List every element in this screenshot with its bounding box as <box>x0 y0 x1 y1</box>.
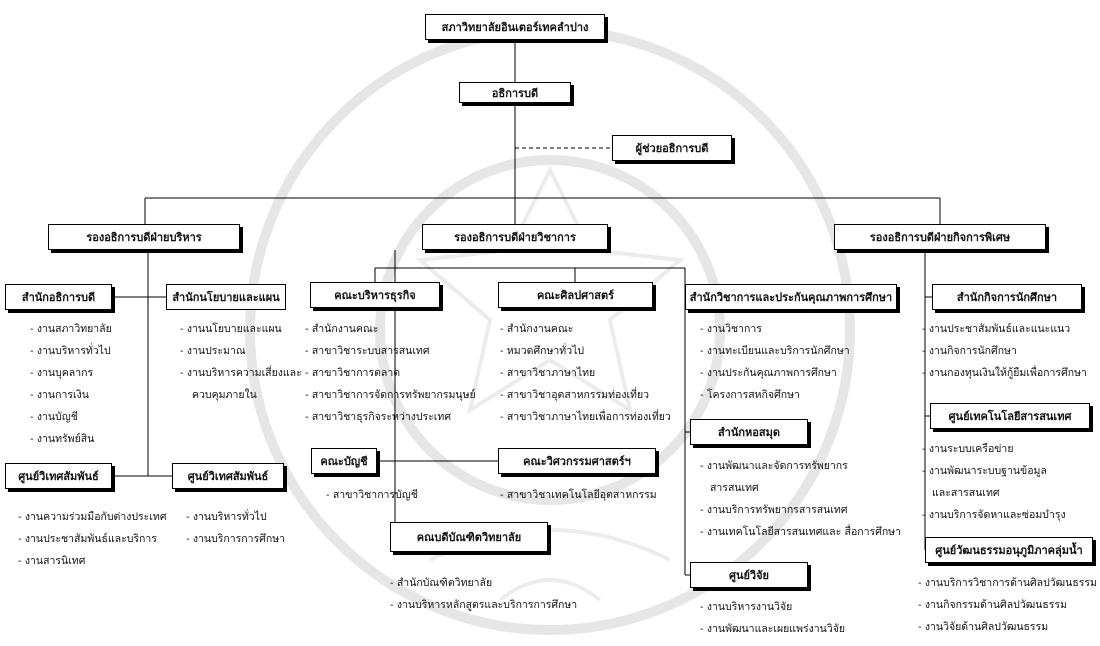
list-item: งานพัฒนาและเผยแพร่งานวิจัย <box>700 618 845 640</box>
policy-office-box: สำนักนโยบายและแผน <box>166 284 286 310</box>
student-affairs-box: สำนักกิจการนักศึกษา <box>932 284 1082 310</box>
international-relations-box: ศูนย์วิเทศสัมพันธ์ <box>5 463 112 489</box>
list-item: งานบริการทรัพยากรสารสนเทศ <box>700 499 901 521</box>
it-center-list: งานระบบเครือข่าย งานพัฒนาระบบฐานข้อมูล แ… <box>922 438 1066 526</box>
list-item: งานประกันคุณภาพการศึกษา <box>700 362 850 384</box>
list-item: งานวิจัยด้านศิลปวัฒนธรรม <box>918 616 1097 638</box>
list-item: งานนโยบายและแผน <box>180 318 302 340</box>
assistant-president-box: ผู้ช่วยอธิการบดี <box>612 135 732 161</box>
list-item: สาขาวิชาการจัดการทรัพยากรมนุษย์ <box>305 384 476 406</box>
list-item: งานบริการวิชาการด้านศิลปวัฒนธรรม <box>918 572 1097 594</box>
list-item: งานเทคโนโลยีสารสนเทศและ สื่อการศึกษา <box>700 521 901 543</box>
faculty-accounting-list: สาขาวิชาการบัญชี <box>326 484 418 506</box>
list-item: งานบริการจัดหาและซ่อมบำรุง <box>922 504 1066 526</box>
faculty-business-list: สำนักงานคณะ สาขาวิชาระบบสารสนเทศ สาขาวิช… <box>305 318 476 428</box>
international-relations-list: งานความร่วมมือกับต่างประเทศ งานประชาสัมพ… <box>18 506 167 572</box>
vp-special-affairs-box: รองอธิการบดีฝ่ายกิจการพิเศษ <box>834 224 1046 250</box>
list-item: สาขาวิชาเทคโนโลยีอุตสาหกรรม <box>500 484 657 506</box>
list-item: สาขาวิชาการตลาด <box>305 362 476 384</box>
list-item: สาขาวิชาการบัญชี <box>326 484 418 506</box>
list-item-continuation: และสารสนเทศ <box>932 487 1000 499</box>
vp-academic-box: รองอธิการบดีฝ่ายวิชาการ <box>422 224 608 250</box>
faculty-accounting-box: คณะบัญชี <box>311 448 377 474</box>
faculty-engineering-box: คณะวิศวกรรมศาสตร์ฯ <box>498 448 656 474</box>
list-item: งานสารนิเทศ <box>18 550 167 572</box>
list-item: งานประมาณ <box>180 340 302 362</box>
list-item: โครงการสหกิจศึกษา <box>700 384 850 406</box>
list-item: งานระบบเครือข่าย <box>922 438 1066 460</box>
list-item: งานบริหารทั่วไป <box>186 506 285 528</box>
list-item: งานกิจการนักศึกษา <box>922 340 1087 362</box>
list-item: สาขาวิชาภาษาไทย <box>500 362 671 384</box>
list-item: สำนักบัณฑิตวิทยาลัย <box>390 572 577 594</box>
list-item: สาขาวิชาธุรกิจระหว่างประเทศ <box>305 406 476 428</box>
list-item: สาขาวิชาระบบสารสนเทศ <box>305 340 476 362</box>
list-item: งานกิจกรรมด้านศิลปวัฒนธรรม <box>918 594 1097 616</box>
list-item: งานสภาวิทยาลัย <box>30 318 112 340</box>
culture-center-box: ศูนย์วัฒนธรรมอนุภูมิภาคลุ่มน้ำ <box>925 537 1093 563</box>
research-center-list: งานบริหารงานวิจัย งานพัฒนาและเผยแพร่งานว… <box>700 596 845 640</box>
list-item: สาขาวิชาภาษาไทยเพื่อการท่องเที่ยว <box>500 406 671 428</box>
list-item-continuation: ควบคุมภายใน <box>192 389 257 401</box>
graduate-school-list: สำนักบัณฑิตวิทยาลัย งานบริหารหลักสูตรและ… <box>390 572 577 616</box>
list-item: งานประชาสัมพันธ์และบริการ <box>18 528 167 550</box>
graduate-school-box: คณบดีบัณฑิตวิทยาลัย <box>390 522 548 552</box>
list-item: งานบริการการศึกษา <box>186 528 285 550</box>
list-item: งานบริหารหลักสูตรและบริการการศึกษา <box>390 594 577 616</box>
list-item: งานบริหารงานวิจัย <box>700 596 845 618</box>
list-item: งานบุคลากร <box>30 362 112 384</box>
academic-qa-office-box: สำนักวิชาการและประกันคุณภาพการศึกษา <box>685 284 897 310</box>
list-item: งานทรัพย์สิน <box>30 428 112 450</box>
list-item-continuation: สารสนเทศ <box>710 482 759 494</box>
list-item: งานความร่วมมือกับต่างประเทศ <box>18 506 167 528</box>
list-item: งานพัฒนาระบบฐานข้อมูล <box>922 460 1066 482</box>
list-item: งานกองทุนเงินให้กู้ยืมเพื่อการศึกษา <box>922 362 1087 384</box>
library-box: สำนักหอสมุด <box>690 419 808 445</box>
list-item: งานบัญชี <box>30 406 112 428</box>
faculty-arts-box: คณะศิลปศาสตร์ <box>498 282 653 308</box>
international-relations-box-2: ศูนย์วิเทศสัมพันธ์ <box>172 463 284 489</box>
list-item: งานวิชาการ <box>700 318 850 340</box>
list-item: สำนักงานคณะ <box>305 318 476 340</box>
student-affairs-list: งานประชาสัมพันธ์และแนะแนว งานกิจการนักศึ… <box>922 318 1087 384</box>
library-list: งานพัฒนาและจัดการทรัพยากร สารสนเทศ งานบร… <box>700 455 901 543</box>
list-item: หมวดศึกษาทั่วไป <box>500 340 671 362</box>
president-box: อธิการบดี <box>459 82 571 103</box>
list-item: งานการเงิน <box>30 384 112 406</box>
list-item: งานพัฒนาและจัดการทรัพยากร <box>700 455 901 477</box>
policy-office-list: งานนโยบายและแผน งานประมาณ งานบริหารความเ… <box>180 318 302 406</box>
office-of-president-list: งานสภาวิทยาลัย งานบริหารทั่วไป งานบุคลาก… <box>30 318 112 450</box>
faculty-engineering-list: สาขาวิชาเทคโนโลยีอุตสาหกรรม <box>500 484 657 506</box>
culture-center-list: งานบริการวิชาการด้านศิลปวัฒนธรรม งานกิจก… <box>918 572 1097 638</box>
academic-qa-office-list: งานวิชาการ งานทะเบียนและบริการนักศึกษา ง… <box>700 318 850 406</box>
list-item: งานทะเบียนและบริการนักศึกษา <box>700 340 850 362</box>
it-center-box: ศูนย์เทคโนโลยีสารสนเทศ <box>930 403 1090 429</box>
list-item: สำนักงานคณะ <box>500 318 671 340</box>
office-of-president-box: สำนักอธิการบดี <box>5 284 112 310</box>
list-item: งานบริหารความเสี่ยงและ <box>180 362 302 384</box>
research-center-box: ศูนย์วิจัย <box>690 562 808 588</box>
vp-admin-box: รองอธิการบดีฝ่ายบริหาร <box>48 224 240 250</box>
list-item: สาขาวิชาอุตสาหกรรมท่องเที่ยว <box>500 384 671 406</box>
list-item: งานบริหารทั่วไป <box>30 340 112 362</box>
faculty-business-box: คณะบริหารธุรกิจ <box>310 282 440 308</box>
list-item: งานประชาสัมพันธ์และแนะแนว <box>922 318 1087 340</box>
faculty-arts-list: สำนักงานคณะ หมวดศึกษาทั่วไป สาขาวิชาภาษา… <box>500 318 671 428</box>
international-relations-list-2: งานบริหารทั่วไป งานบริการการศึกษา <box>186 506 285 550</box>
council-box: สภาวิทยาลัยอินเตอร์เทคลำปาง <box>425 14 605 40</box>
